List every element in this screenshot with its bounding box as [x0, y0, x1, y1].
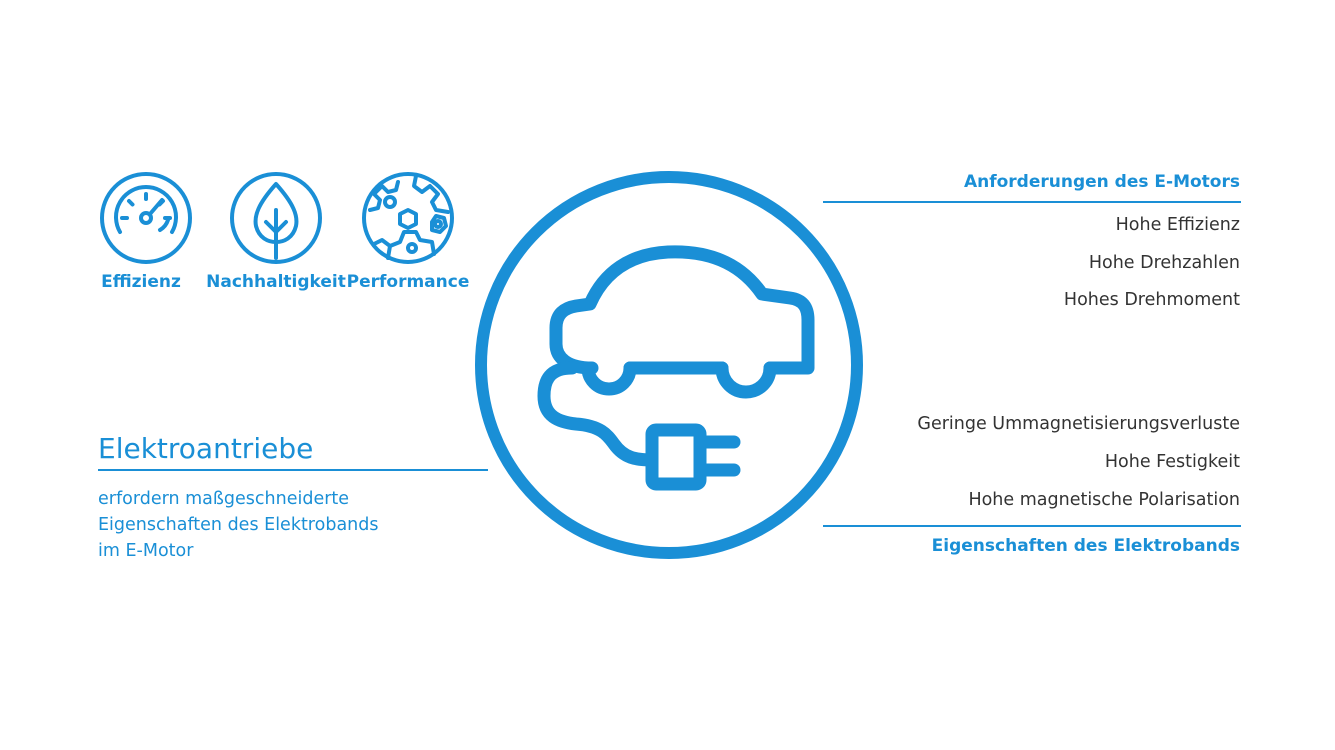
benefit-label-effizienz: Effizienz	[101, 272, 181, 292]
properties-heading: Eigenschaften des Elektrobands	[931, 536, 1240, 556]
property-item: Hohe Festigkeit	[1104, 452, 1240, 472]
benefit-label-performance: Performance	[346, 272, 470, 292]
left-description: erfordern maßgeschneiderte Eigenschaften…	[98, 486, 378, 564]
requirement-item: Hohe Effizienz	[1115, 215, 1240, 235]
left-title: Elektroantriebe	[98, 432, 314, 465]
requirements-divider	[823, 201, 1241, 203]
requirement-item: Hohe Drehzahlen	[1088, 253, 1240, 273]
property-item: Hohe magnetische Polarisation	[968, 490, 1240, 510]
left-description-line: Eigenschaften des Elektrobands	[98, 515, 379, 535]
gauge-icon	[100, 172, 192, 264]
properties-divider	[823, 525, 1241, 527]
electric-car-plug-icon	[475, 171, 863, 559]
requirements-heading: Anforderungen des E-Motors	[963, 172, 1240, 192]
property-item: Geringe Ummagnetisierungsverluste	[917, 414, 1240, 434]
leaf-icon	[230, 172, 322, 264]
left-description-line: im E-Motor	[98, 541, 194, 561]
left-description-line: erfordern maßgeschneiderte	[98, 489, 350, 509]
left-divider	[98, 469, 488, 471]
requirement-item: Hohes Drehmoment	[1063, 290, 1240, 310]
gears-icon	[362, 172, 454, 264]
benefit-label-nachhaltigkeit: Nachhaltigkeit	[206, 272, 346, 292]
